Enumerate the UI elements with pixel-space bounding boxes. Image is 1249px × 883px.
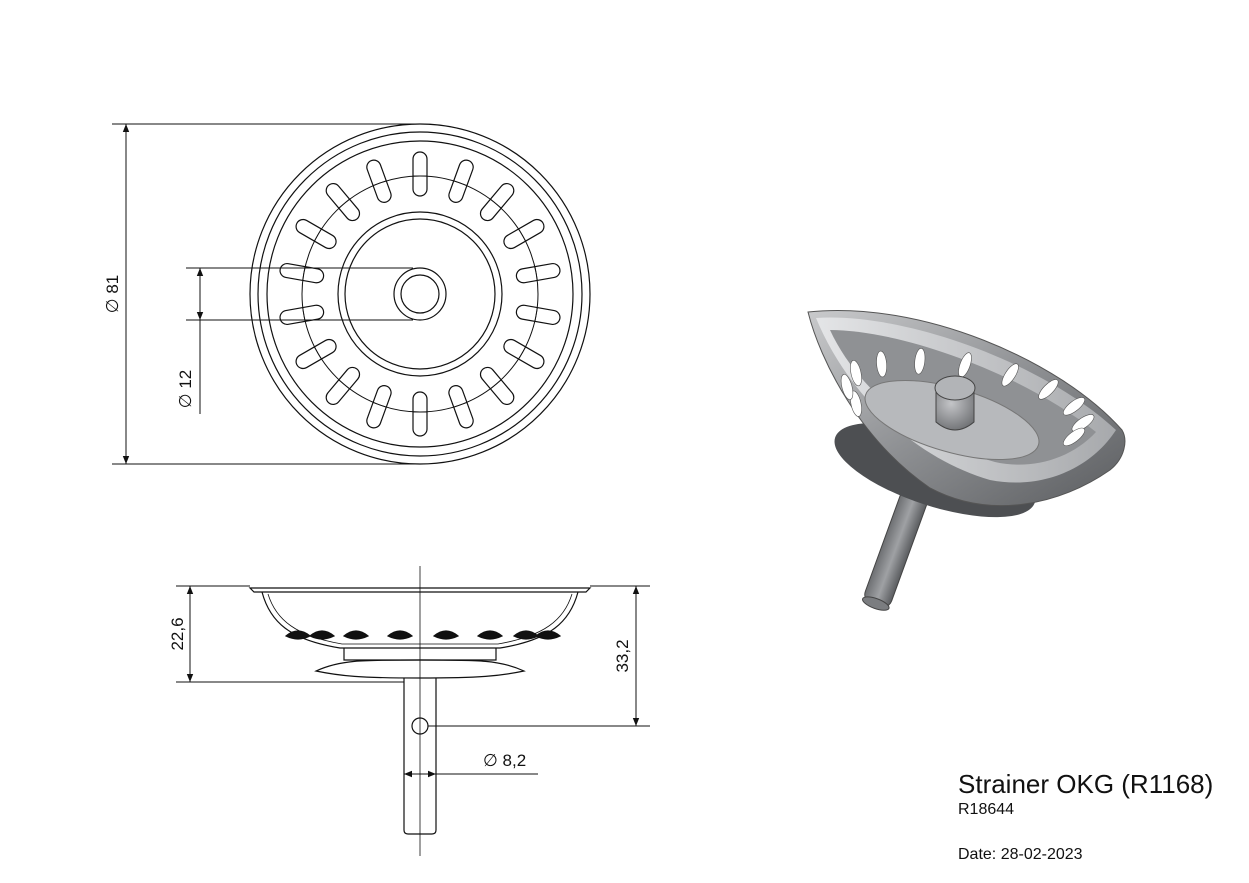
side-slot: [432, 630, 460, 640]
slot: [279, 304, 325, 326]
slot: [479, 182, 515, 222]
slot-edge: [490, 379, 502, 390]
iso-slot: [850, 360, 862, 387]
title-block: Strainer OKG (R1168) R18644 Date: 28-02-…: [958, 768, 1213, 864]
dim-outer-diameter-label: ∅ 81: [103, 275, 122, 313]
iso-slot: [1071, 414, 1095, 432]
isometric-view: [807, 310, 1126, 611]
slot-edge: [534, 307, 538, 322]
slot-edge: [518, 346, 527, 360]
plate-inner: [344, 218, 496, 370]
drawing-code: R18644: [958, 801, 1015, 818]
side-slot: [342, 630, 370, 640]
side-slot: [284, 630, 312, 640]
iso-slot: [1038, 379, 1059, 400]
iso-slot: [1062, 427, 1086, 447]
slot: [448, 159, 474, 203]
side-slot: [308, 630, 336, 640]
side-slots: [284, 630, 562, 640]
slot-edge: [372, 402, 387, 408]
iso-slot: [1001, 363, 1019, 387]
iso-slot: [840, 374, 854, 400]
top-view: [249, 123, 591, 465]
dim-total-height: [428, 585, 650, 727]
slot: [479, 366, 515, 406]
date-label: Date:: [958, 846, 997, 863]
dim-side-height: [176, 585, 404, 683]
slot-edge: [534, 266, 538, 281]
rim-inner-edge: [257, 131, 583, 457]
stem-profile: [403, 678, 437, 835]
knob-inner: [400, 274, 440, 314]
dim-total-height-label: 33,2: [613, 639, 632, 672]
side-view: [248, 566, 592, 856]
slot: [515, 262, 561, 284]
slot: [503, 218, 545, 250]
slot-edge: [372, 180, 387, 186]
side-slot: [512, 630, 540, 640]
drawing-title: Strainer OKG (R1168): [958, 769, 1214, 799]
slot: [448, 385, 474, 429]
bowl-outer: [266, 140, 574, 448]
side-slot: [386, 630, 414, 640]
slot: [325, 182, 361, 222]
dim-stem-diameter-label: ∅ 8,2: [483, 751, 526, 770]
slot-edge: [518, 228, 527, 242]
slot: [503, 338, 545, 370]
bowl-profile: [261, 591, 579, 649]
dim-outer-diameter: [112, 123, 420, 465]
slot: [366, 159, 392, 203]
slot: [412, 151, 428, 197]
dim-side-height-label: 22,6: [168, 617, 187, 650]
slot-edge: [338, 379, 350, 390]
side-slot: [476, 630, 504, 640]
slot-ring-outer: [301, 175, 539, 413]
side-slot: [534, 630, 562, 640]
slot-edge: [313, 228, 322, 242]
iso-slot: [1062, 397, 1086, 416]
slot-edge: [453, 402, 468, 408]
slot: [325, 366, 361, 406]
slot-edge: [302, 266, 306, 281]
dim-center-hole-label: ∅ 12: [176, 370, 195, 408]
slot-edge: [453, 180, 468, 186]
slot: [295, 218, 337, 250]
slot: [366, 385, 392, 429]
iso-knob: [934, 375, 976, 431]
strainer-slots: [279, 151, 561, 437]
iso-slot: [914, 347, 926, 375]
knob-outer: [393, 267, 447, 321]
slot-edge: [302, 307, 306, 322]
slot: [295, 338, 337, 370]
dim-center-hole: [186, 267, 413, 414]
iso-slot: [876, 350, 887, 378]
slot: [279, 262, 325, 284]
slot-edge: [490, 198, 502, 209]
slot: [515, 304, 561, 326]
slot-edge: [313, 346, 322, 360]
outer-rim: [249, 123, 591, 465]
iso-slot: [850, 390, 862, 417]
drawing-date: Date: 28-02-2023: [958, 846, 1213, 864]
date-value: 28-02-2023: [1000, 846, 1083, 863]
slot-edge: [338, 198, 350, 209]
slot: [412, 391, 428, 437]
iso-slots: [840, 347, 1095, 447]
plate-outer: [337, 211, 503, 377]
rim-profile: [248, 587, 592, 593]
